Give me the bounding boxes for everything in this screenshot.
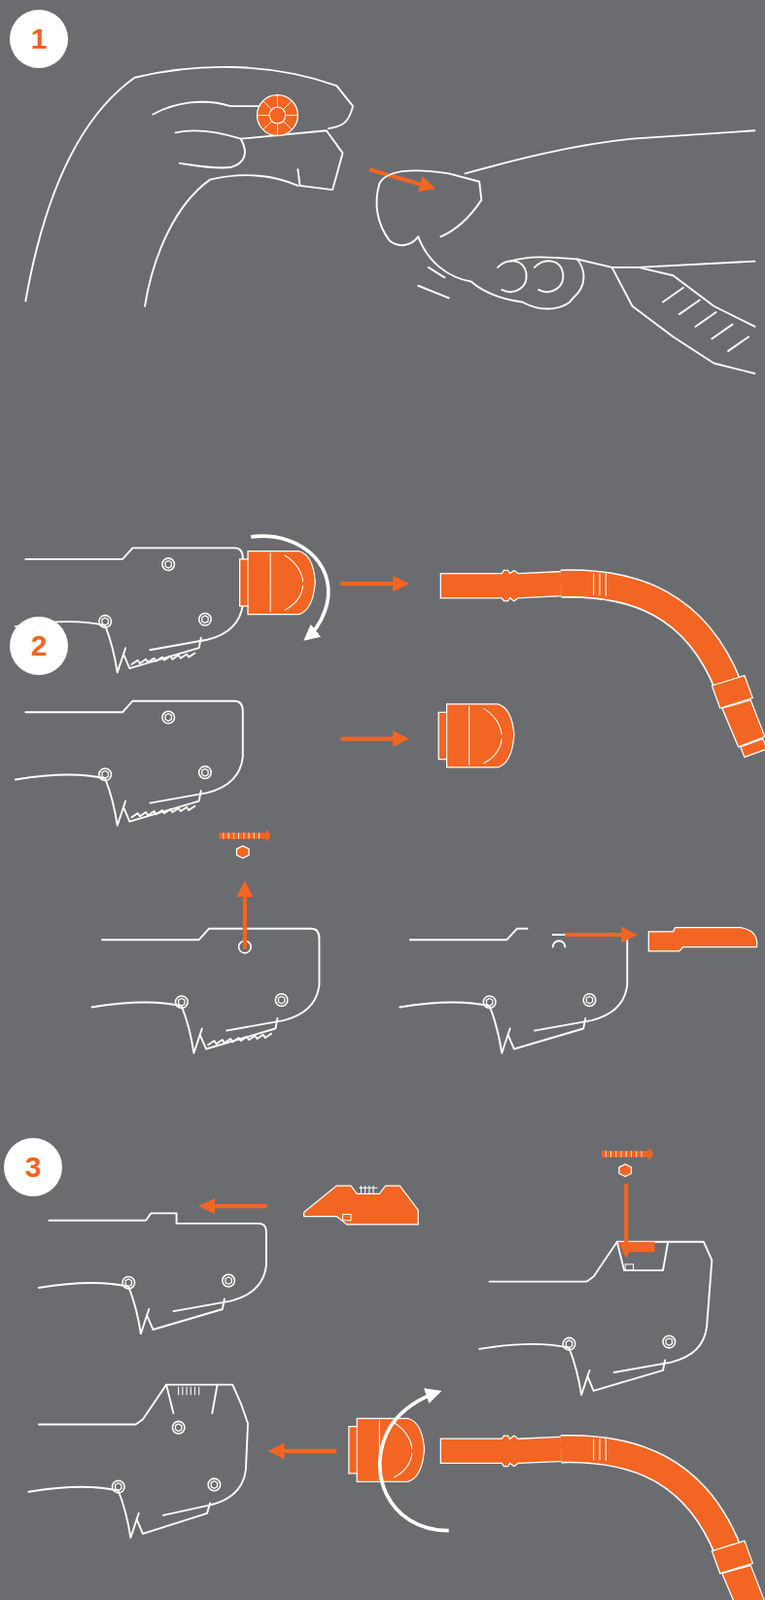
step-number: 2 [31,630,48,661]
step-number-circle: 3 [3,1137,63,1196]
knob-part [256,95,298,137]
step-number: 3 [25,1151,42,1182]
step-3-figures [28,1147,765,1600]
step-number-circle: 1 [9,9,69,69]
hands-figure [25,67,755,374]
step-2-figures [15,535,765,1052]
step-number-circle: 2 [9,616,69,675]
trigger-cover-part [304,1184,419,1224]
step-number: 1 [31,24,48,54]
